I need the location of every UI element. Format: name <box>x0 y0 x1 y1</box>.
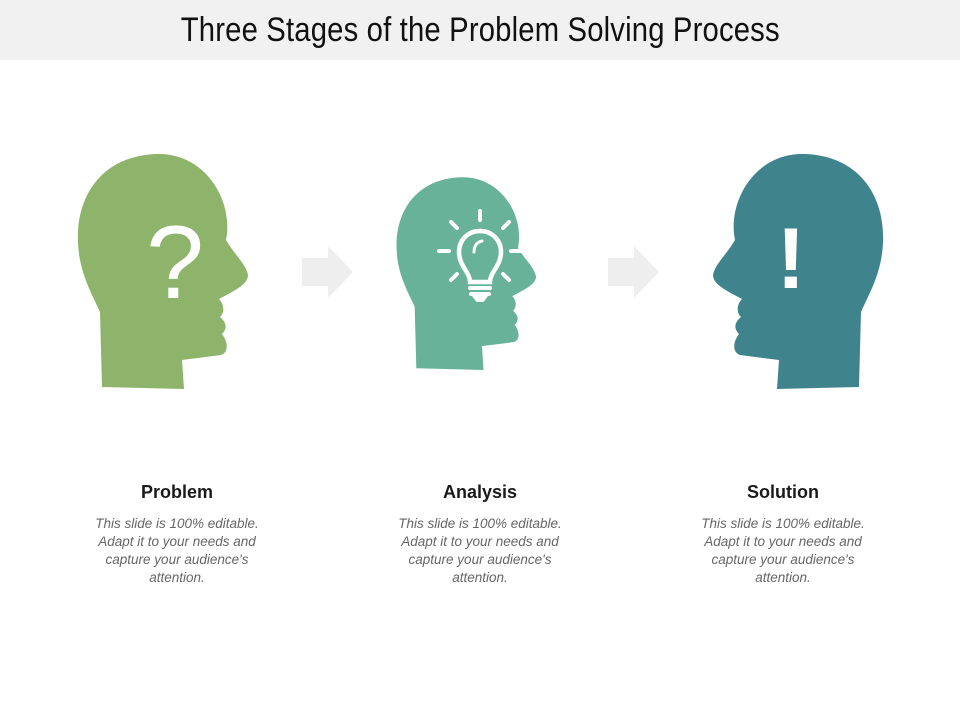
title-bar: Three Stages of the Problem Solving Proc… <box>0 0 960 60</box>
arrow-right-icon <box>302 246 353 298</box>
stage-label: Analysis <box>442 482 518 502</box>
stage-label: Solution <box>747 482 819 502</box>
light-bulb-icon <box>437 209 523 302</box>
stage-description: This slide is 100% editable. Adapt it to… <box>95 516 259 585</box>
stage-solution: Solution This slide is 100% editable. Ad… <box>683 482 883 587</box>
stage-analysis: Analysis This slide is 100% editable. Ad… <box>380 482 580 587</box>
stage-description: This slide is 100% editable. Adapt it to… <box>701 516 865 585</box>
slide-title: Three Stages of the Problem Solving Proc… <box>180 10 780 49</box>
stage-problem: Problem This slide is 100% editable. Ada… <box>77 482 277 587</box>
exclamation-mark-icon: ! <box>777 211 806 307</box>
stage-description: This slide is 100% editable. Adapt it to… <box>398 516 562 585</box>
question-mark-icon: ? <box>146 205 204 321</box>
stage-label: Problem <box>140 482 214 502</box>
arrow-right-icon <box>608 246 659 298</box>
